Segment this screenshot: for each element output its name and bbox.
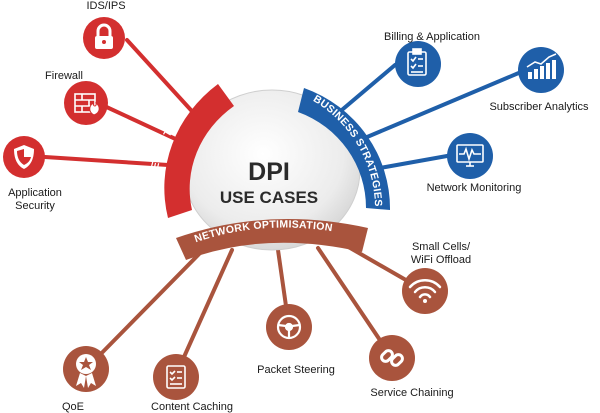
clipboard-checklist-icon bbox=[407, 48, 427, 76]
node-small-cells: Small Cells/ WiFi Offload bbox=[402, 241, 471, 314]
connector-qoe bbox=[84, 246, 207, 371]
small-cells-label-2: WiFi Offload bbox=[411, 254, 471, 266]
award-badge-icon bbox=[76, 354, 96, 388]
packet-steering-label: Packet Steering bbox=[257, 364, 335, 376]
ids-ips-label: IDS/IPS bbox=[86, 0, 125, 12]
checklist-icon bbox=[166, 365, 186, 389]
connector-monitoring bbox=[378, 154, 449, 170]
firewall-label: Firewall bbox=[45, 70, 83, 82]
firewall-icon bbox=[74, 93, 100, 116]
connector-ids-ips bbox=[125, 38, 202, 122]
security-connectors bbox=[43, 38, 202, 167]
billing-label: Billing & Application bbox=[384, 31, 480, 43]
monitoring-label: Network Monitoring bbox=[427, 182, 522, 194]
wifi-icon bbox=[408, 278, 442, 303]
steering-wheel-icon bbox=[276, 314, 302, 340]
subscriber-label: Subscriber Analytics bbox=[489, 101, 589, 113]
content-caching-label: Content Caching bbox=[151, 401, 233, 413]
shield-icon bbox=[14, 145, 34, 169]
node-service-chaining: Service Chaining bbox=[369, 335, 454, 399]
node-billing: Billing & Application bbox=[384, 31, 480, 87]
security-band bbox=[164, 84, 234, 218]
qoe-label: QoE bbox=[62, 401, 84, 413]
small-cells-label-1: Small Cells/ bbox=[412, 241, 471, 253]
connector-subscriber bbox=[358, 70, 523, 142]
billing-circle bbox=[395, 41, 441, 87]
node-firewall: Firewall bbox=[45, 70, 108, 125]
node-ids-ips: IDS/IPS bbox=[83, 0, 126, 59]
node-app-security: Application Security bbox=[3, 136, 62, 212]
network-band bbox=[176, 219, 368, 260]
center-title: DPI bbox=[248, 158, 290, 186]
firewall-circle bbox=[64, 81, 108, 125]
connector-firewall bbox=[98, 102, 184, 144]
node-monitoring: Network Monitoring bbox=[427, 133, 522, 194]
monitor-pulse-icon bbox=[456, 144, 484, 167]
service-chaining-label: Service Chaining bbox=[370, 387, 453, 399]
node-packet-steering: Packet Steering bbox=[257, 304, 335, 376]
node-content-caching: Content Caching bbox=[151, 354, 233, 413]
chain-link-icon bbox=[380, 349, 404, 367]
connector-app-security bbox=[43, 155, 170, 167]
app-security-label-1: Application bbox=[8, 187, 62, 199]
center-subtitle: USE CASES bbox=[220, 188, 318, 207]
node-qoe: QoE bbox=[62, 346, 109, 413]
content-caching-circle bbox=[153, 354, 199, 400]
lock-icon bbox=[95, 23, 113, 49]
small-cells-circle bbox=[402, 268, 448, 314]
node-subscriber: Subscriber Analytics bbox=[489, 47, 589, 113]
business-band bbox=[298, 88, 391, 210]
bar-chart-icon bbox=[526, 53, 557, 79]
app-security-label-2: Security bbox=[15, 200, 55, 212]
